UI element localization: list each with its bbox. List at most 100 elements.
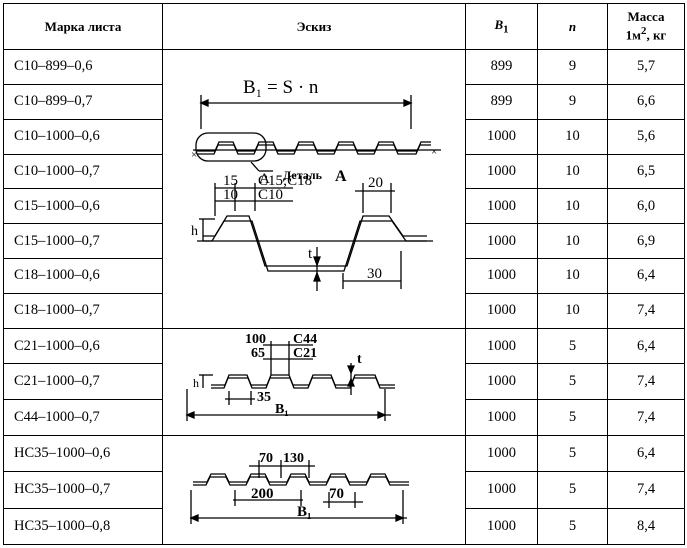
sketch2-dim-65: 65: [251, 346, 265, 361]
sketch3-b1-label: B₁: [297, 504, 312, 520]
table-row: С21–1000–0,6: [3, 327, 685, 436]
row-mark: С18–1000–0,6: [3, 258, 163, 294]
sketch1-dim-10: 10: [223, 187, 238, 203]
sketch1-dim-30: 30: [367, 266, 382, 282]
header-mass-unit: , кг: [646, 27, 667, 43]
row-mass: 5,6: [607, 118, 685, 155]
header-mass-line1: Масса: [627, 9, 665, 25]
row-mark: С21–1000–0,7: [3, 363, 163, 401]
table-row: С15–1000–0,7 1000 10 6,9: [3, 223, 685, 260]
row-mark: С10–899–0,7: [3, 83, 163, 120]
row-mark: С18–1000–0,7: [3, 292, 163, 329]
row-n: 10: [537, 118, 608, 155]
table-row: С10–899–0,6: [3, 49, 685, 329]
row-mass: 7,4: [607, 399, 685, 436]
table-row: С44–1000–0,7 1000 5 7,4: [3, 399, 685, 436]
sketch2-dim-100: 100: [245, 332, 266, 347]
sketch1-detail-letter: A: [259, 171, 270, 187]
table-row: С10–1000–0,7 1000 10 6,5: [3, 153, 685, 190]
row-mass: 6,4: [607, 434, 685, 473]
sketch1-dim-20: 20: [368, 175, 383, 191]
row-n: 5: [537, 327, 608, 365]
row-b1: 1000: [465, 434, 538, 473]
row-mark: С10–1000–0,7: [3, 153, 163, 190]
header-mass-sup: 2: [641, 25, 647, 38]
row-n: 10: [537, 223, 608, 260]
sketch3-dim-70a: 70: [259, 451, 273, 466]
row-mass: 6,5: [607, 153, 685, 190]
sketch-cell-2: 100 65 С44 С21 t h 35 B₁: [162, 327, 466, 436]
sketch3-dim-200: 200: [251, 486, 274, 502]
row-b1: 899: [465, 83, 538, 120]
row-b1: 1000: [465, 471, 538, 509]
row-mass: 7,4: [607, 292, 685, 329]
table-row: С10–1000–0,6 1000 10 5,6: [3, 118, 685, 155]
row-b1: 1000: [465, 507, 538, 546]
sketch1-cross-left: ×: [191, 149, 197, 161]
row-n: 10: [537, 188, 608, 225]
header-b1: B1: [465, 3, 538, 50]
row-mass: 5,7: [607, 49, 685, 85]
row-n: 9: [537, 83, 608, 120]
header-mark: Марка листа: [3, 3, 163, 50]
sketch2-t-label: t: [357, 352, 362, 367]
sketch-c10-c15-c18: B₁ = S · n × × A Деталь A 15 10 С15;С18 …: [191, 77, 441, 292]
row-mark: НС35–1000–0,8: [3, 507, 163, 546]
row-n: 9: [537, 49, 608, 85]
row-mark: С10–1000–0,6: [3, 118, 163, 155]
row-b1: 1000: [465, 363, 538, 401]
header-sketch: Эскиз: [162, 3, 466, 50]
sketch1-t-label: t: [308, 246, 313, 262]
sketch1-detail-label-letter: A: [335, 168, 347, 185]
row-b1: 899: [465, 49, 538, 85]
sketch1-detail-label: Деталь: [283, 168, 323, 182]
table-row: С18–1000–0,7 1000 10 7,4: [3, 292, 685, 329]
sketch1-dim-15: 15: [223, 173, 238, 189]
header-mass-line2: 1м: [625, 27, 642, 43]
row-n: 10: [537, 292, 608, 329]
row-mark: НС35–1000–0,6: [3, 434, 163, 473]
row-b1: 1000: [465, 118, 538, 155]
row-mark: С15–1000–0,6: [3, 188, 163, 225]
row-b1: 1000: [465, 399, 538, 436]
row-n: 5: [537, 434, 608, 473]
row-mass: 8,4: [607, 507, 685, 546]
sketch2-label-c44: С44: [293, 332, 317, 347]
row-mark: НС35–1000–0,7: [3, 471, 163, 509]
row-mark: С44–1000–0,7: [3, 399, 163, 436]
header-mass: Масса 1м2, кг: [607, 3, 685, 50]
row-mass: 7,4: [607, 471, 685, 509]
row-b1: 1000: [465, 327, 538, 365]
row-mark: С21–1000–0,6: [3, 327, 163, 365]
table-row: С21–1000–0,7 1000 5 7,4: [3, 363, 685, 401]
sketch-cell-1: B₁ = S · n × × A Деталь A 15 10 С15;С18 …: [162, 49, 466, 329]
table-row: С10–899–0,7 899 9 6,6: [3, 83, 685, 120]
row-n: 5: [537, 471, 608, 509]
sketch-c21-c44: 100 65 С44 С21 t h 35 B₁: [185, 332, 395, 422]
row-mass: 6,4: [607, 258, 685, 294]
profiled-sheet-table: Марка листа Эскиз B1 n Масса 1м2, кг С10–…: [3, 3, 685, 546]
sketch2-dim-35: 35: [257, 390, 271, 405]
sketch2-b1-label: B₁: [275, 402, 289, 417]
row-n: 5: [537, 363, 608, 401]
row-b1: 1000: [465, 188, 538, 225]
sketch-hc35: 70 130 200 70 B₁: [189, 451, 409, 525]
sketch1-formula: B₁ = S · n: [243, 77, 319, 98]
row-mass: 6,0: [607, 188, 685, 225]
sketch2-h-label: h: [193, 376, 199, 390]
header-b1-sub: 1: [503, 23, 509, 36]
row-b1: 1000: [465, 258, 538, 294]
row-mass: 6,6: [607, 83, 685, 120]
table-row: НС35–1000–0,8 1000 5 8,4: [3, 507, 685, 546]
sketch1-cross-right: ×: [431, 146, 437, 158]
sketch1-h-label: h: [191, 224, 198, 239]
header-n-symbol: n: [568, 18, 577, 34]
sketch2-label-c21: С21: [293, 346, 317, 361]
sketch3-dim-70b: 70: [329, 486, 344, 502]
row-n: 5: [537, 507, 608, 546]
header-b1-symbol: B: [494, 17, 504, 33]
table-row: НС35–1000–0,7 1000 5 7,4: [3, 471, 685, 509]
sketch-cell-3: 70 130 200 70 B₁: [162, 434, 466, 546]
table-row: НС35–1000–0,6: [3, 434, 685, 546]
